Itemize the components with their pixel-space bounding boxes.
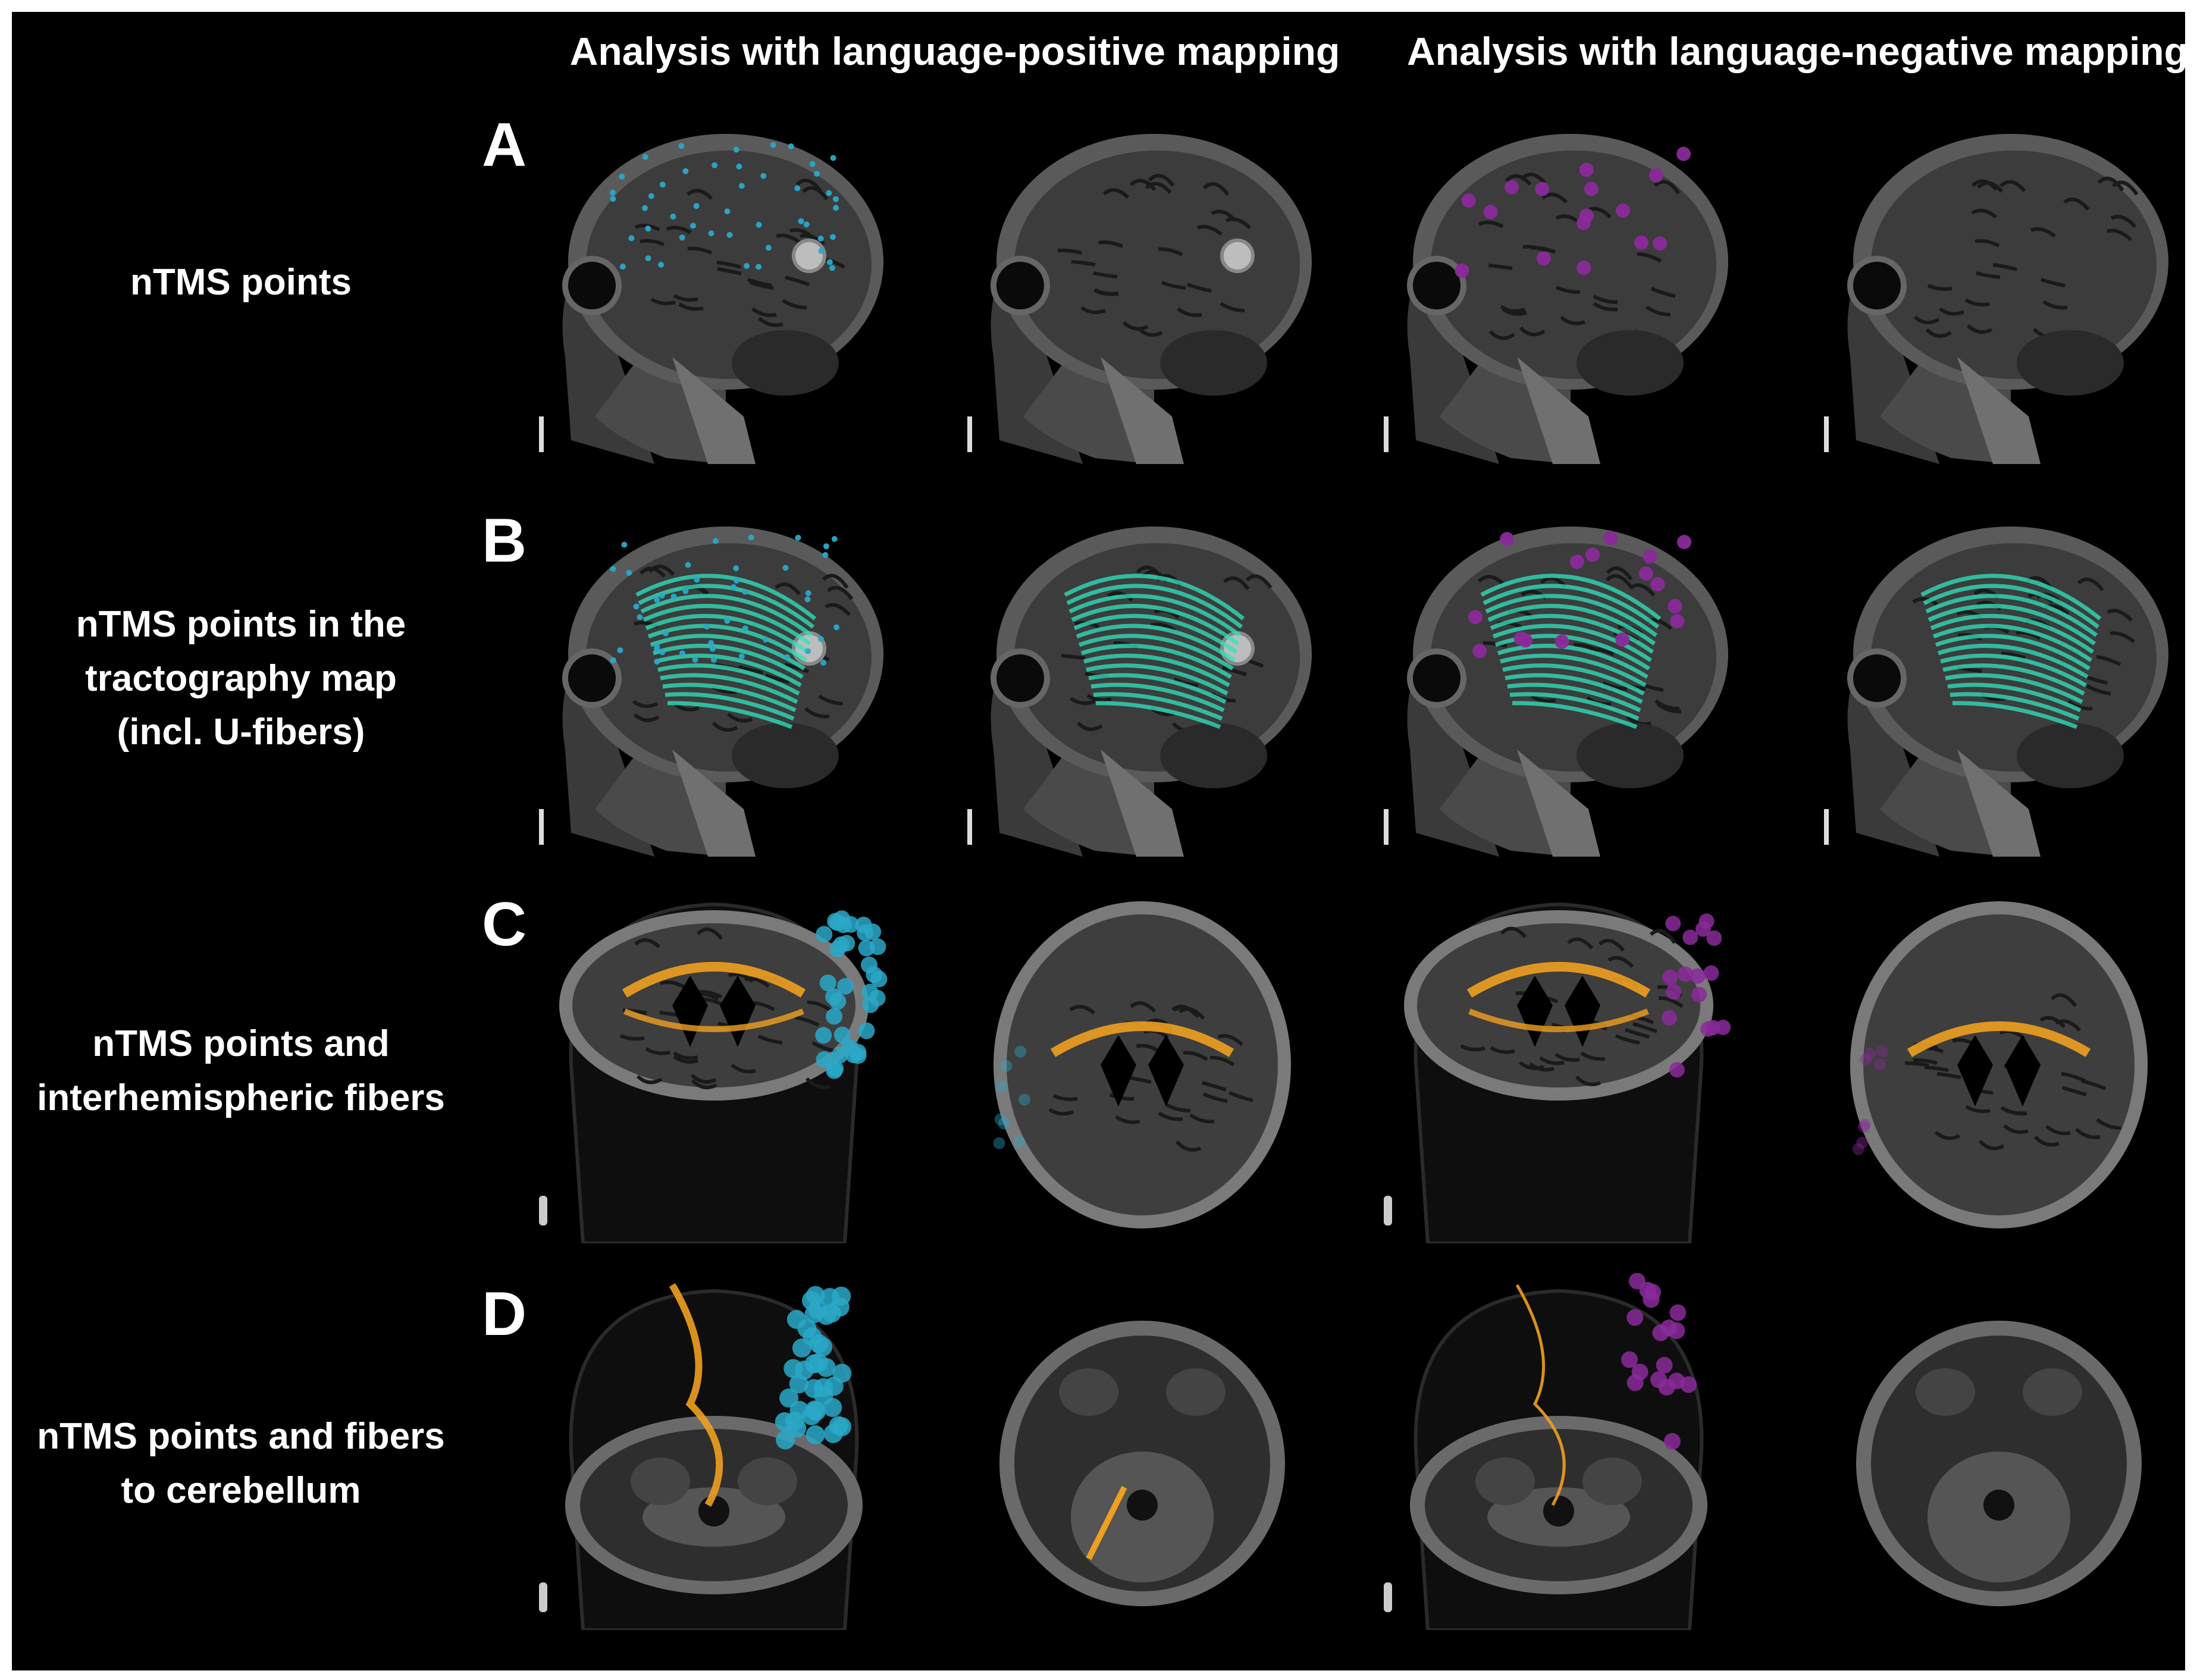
brain-image-a-1 xyxy=(529,107,898,464)
brain-image-c-4 xyxy=(1814,886,2183,1243)
brain-image-d-1 xyxy=(529,1273,898,1630)
row-label-c: nTMS points and interhemispheric fibers xyxy=(12,1017,470,1125)
brain-image-b-1 xyxy=(529,500,898,857)
brain-image-d-2 xyxy=(958,1273,1327,1630)
row-label-c-line: interhemispheric fibers xyxy=(37,1077,445,1118)
row-letter-a: A xyxy=(482,111,527,180)
row-label-b-line: (incl. U-fibers) xyxy=(117,712,365,753)
header-positive: Analysis with language-positive mapping xyxy=(569,29,1340,73)
row-letter-c: C xyxy=(482,890,527,959)
brain-image-a-2 xyxy=(958,107,1327,464)
row-label-d-line: to cerebellum xyxy=(121,1469,361,1511)
brain-image-d-3 xyxy=(1374,1273,1743,1630)
brain-image-c-1 xyxy=(529,886,898,1243)
brain-image-b-4 xyxy=(1814,500,2183,857)
brain-image-a-3 xyxy=(1374,107,1743,464)
row-label-d: nTMS points and fibers to cerebellum xyxy=(12,1410,470,1518)
row-label-d-line: nTMS points and fibers xyxy=(37,1416,445,1457)
row-letter-b: B xyxy=(482,506,527,575)
brain-image-c-2 xyxy=(958,886,1327,1243)
figure: Analysis with language-positive mapping … xyxy=(12,12,2185,1670)
brain-image-d-4 xyxy=(1814,1273,2183,1630)
row-label-b-line: nTMS points in the xyxy=(76,604,406,645)
brain-image-c-3 xyxy=(1374,886,1743,1243)
brain-image-b-3 xyxy=(1374,500,1743,857)
brain-image-b-2 xyxy=(958,500,1327,857)
row-label-c-line: nTMS points and xyxy=(92,1023,390,1064)
row-label-a-line: nTMS points xyxy=(130,262,352,303)
header-negative: Analysis with language-negative mapping xyxy=(1407,29,2185,73)
row-letter-d: D xyxy=(482,1280,527,1349)
brain-image-a-4 xyxy=(1814,107,2183,464)
row-label-b: nTMS points in the tractography map (inc… xyxy=(12,598,470,760)
row-label-b-line: tractography map xyxy=(85,657,397,699)
row-label-a: nTMS points xyxy=(12,256,470,310)
